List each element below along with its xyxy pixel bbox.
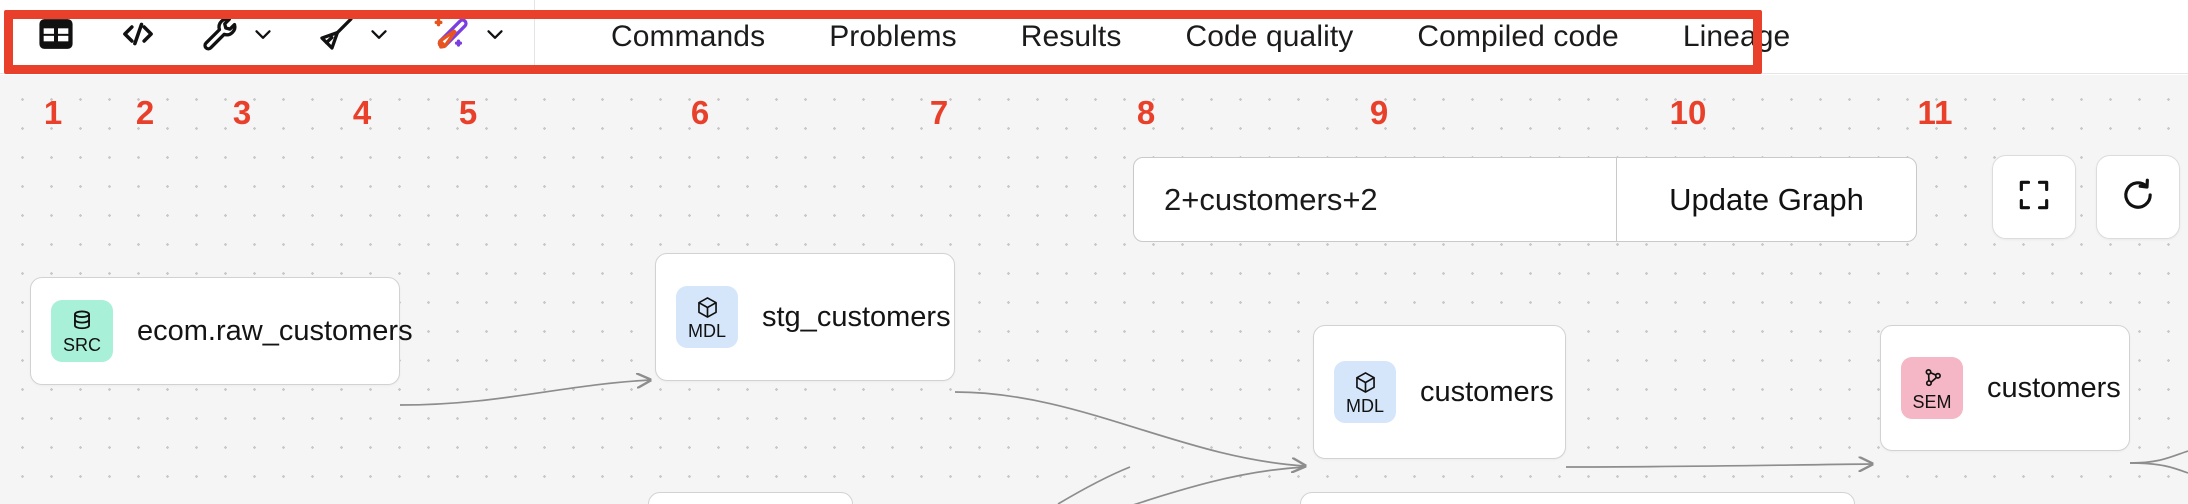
- callout-10: 10: [1669, 94, 1707, 131]
- code-icon: [117, 13, 159, 60]
- lineage-node-partial-left[interactable]: [648, 492, 853, 504]
- cube-icon: [695, 294, 720, 320]
- wrench-icon: [199, 13, 241, 60]
- fit-to-screen-icon: [2015, 176, 2053, 219]
- refresh-graph-button[interactable]: [2096, 155, 2180, 239]
- lineage-canvas[interactable]: SRC ecom.raw_customers MDL stg_customers: [0, 75, 2188, 504]
- lineage-node-customers-mdl[interactable]: MDL customers: [1313, 325, 1566, 459]
- fit-to-screen-button[interactable]: [1992, 155, 2076, 239]
- format-group: [310, 11, 396, 63]
- broom-icon: [315, 13, 357, 60]
- callout-11: 11: [1917, 94, 1953, 131]
- node-type-label: MDL: [687, 321, 726, 341]
- editor-toolbar: Commands Problems Results Code quality C…: [0, 0, 2188, 74]
- graph-nodes-icon: [1920, 365, 1945, 391]
- chevron-down-icon: [366, 21, 392, 52]
- callout-5: 5: [458, 94, 478, 131]
- lineage-edges: [399, 75, 2188, 504]
- lineage-node-customers-sem[interactable]: SEM customers: [1880, 325, 2130, 451]
- format-button[interactable]: [310, 11, 362, 63]
- tab-compiled-code[interactable]: Compiled code: [1417, 19, 1619, 53]
- node-label: customers: [1420, 375, 1554, 408]
- tab-code-quality[interactable]: Code quality: [1185, 19, 1354, 53]
- refresh-icon: [2118, 175, 2158, 220]
- node-type-badge-mdl: MDL: [676, 286, 738, 348]
- callout-3: 3: [232, 94, 252, 131]
- update-graph-button[interactable]: Update Graph: [1616, 158, 1916, 241]
- callout-9: 9: [1369, 94, 1389, 131]
- node-type-badge-mdl: MDL: [1334, 361, 1396, 423]
- tools-group: [194, 11, 280, 63]
- format-chevron-button[interactable]: [362, 11, 396, 63]
- tab-results[interactable]: Results: [1020, 19, 1122, 53]
- node-label: customers: [1987, 371, 2121, 404]
- callout-4: 4: [352, 94, 372, 131]
- node-label: ecom.raw_customers: [137, 314, 413, 347]
- cube-icon: [1353, 369, 1378, 395]
- callout-2: 2: [135, 94, 155, 131]
- graph-selector-bar: Update Graph: [1133, 157, 1917, 242]
- callout-1: 1: [43, 94, 63, 131]
- toolbar-tab-list: Commands Problems Results Code quality C…: [535, 0, 1822, 73]
- node-type-label: SRC: [62, 335, 101, 355]
- lineage-node-partial-right[interactable]: [1300, 492, 1855, 504]
- code-view-button[interactable]: [112, 11, 164, 63]
- callout-8: 8: [1136, 94, 1156, 131]
- chevron-down-icon: [250, 21, 276, 52]
- node-type-badge-src: SRC: [51, 300, 113, 362]
- chevron-down-icon: [482, 21, 508, 52]
- node-type-label: MDL: [1345, 396, 1384, 416]
- tab-commands[interactable]: Commands: [611, 19, 766, 53]
- tools-chevron-button[interactable]: [246, 11, 280, 63]
- callout-7: 7: [929, 94, 949, 131]
- table-icon: [36, 14, 76, 59]
- toolbar-icon-group: [0, 0, 535, 73]
- tab-lineage[interactable]: Lineage: [1682, 19, 1791, 53]
- ai-assist-group: [426, 11, 512, 63]
- callout-6: 6: [690, 94, 710, 131]
- lineage-node-stg-customers[interactable]: MDL stg_customers: [655, 253, 955, 381]
- ai-assist-button[interactable]: [426, 11, 478, 63]
- graph-selector-input[interactable]: [1134, 158, 1616, 241]
- database-icon: [69, 308, 95, 334]
- magic-wand-icon: [431, 13, 473, 60]
- node-type-badge-sem: SEM: [1901, 357, 1963, 419]
- node-type-label: SEM: [1912, 392, 1952, 412]
- lineage-node-src-raw-customers[interactable]: SRC ecom.raw_customers: [30, 277, 413, 385]
- tab-problems[interactable]: Problems: [829, 19, 957, 53]
- ai-assist-chevron-button[interactable]: [478, 11, 512, 63]
- tools-button[interactable]: [194, 11, 246, 63]
- node-label: stg_customers: [762, 300, 951, 333]
- table-view-button[interactable]: [30, 11, 82, 63]
